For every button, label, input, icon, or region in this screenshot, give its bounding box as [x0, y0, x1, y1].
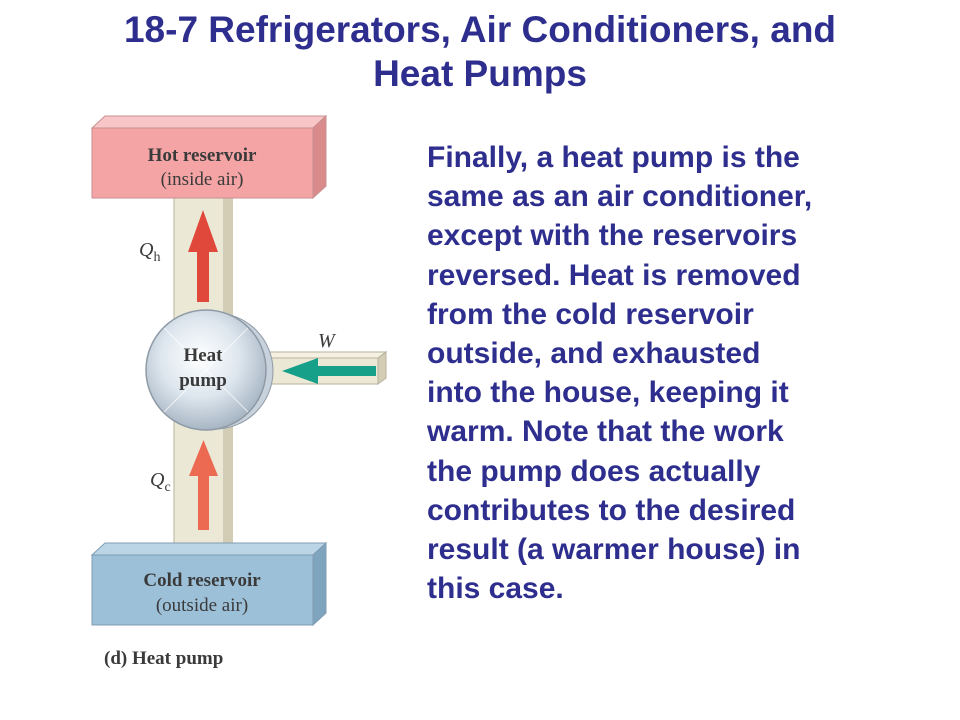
body-line-3: except with the reservoirs: [427, 219, 798, 253]
body-line-11: result (a warmer house) in: [427, 533, 801, 567]
heat-pump-diagram: Hot reservoir (inside air) Cold reservoi…: [90, 114, 388, 669]
body-line-12: this case.: [427, 572, 564, 606]
slide-title-line-1: 18-7 Refrigerators, Air Conditioners, an…: [123, 9, 837, 50]
qh-label: Qh: [139, 239, 160, 265]
work-label: W: [318, 330, 337, 352]
body-line-5: from the cold reservoir: [427, 297, 754, 331]
body-line-9: the pump does actually: [427, 454, 761, 488]
slide-title: 18-7 Refrigerators, Air Conditioners, an…: [40, 8, 920, 96]
cold-reservoir-title: Cold reservoir: [143, 570, 261, 591]
qc-label-main: Q: [150, 469, 165, 491]
body-line-7: into the house, keeping it: [427, 376, 789, 410]
cold-reservoir-subtitle: (outside air): [156, 595, 248, 616]
qh-label-sub: h: [153, 250, 160, 265]
hot-reservoir-subtitle: (inside air): [161, 169, 244, 190]
slide-title-line-2: Heat Pumps: [373, 53, 587, 94]
qc-label-sub: c: [164, 480, 170, 495]
pump-label-line-2: pump: [179, 370, 227, 391]
hot-reservoir-title: Hot reservoir: [148, 145, 257, 166]
hot-reservoir: Hot reservoir (inside air): [90, 114, 328, 200]
body-line-6: outside, and exhausted: [427, 337, 761, 371]
body-line-8: warm. Note that the work: [427, 415, 784, 449]
body-line-10: contributes to the desired: [427, 493, 796, 527]
cold-reservoir: Cold reservoir (outside air): [90, 541, 328, 627]
slide-body-text: Finally, a heat pump is the same as an a…: [427, 138, 917, 608]
heat-in-arrow: [189, 440, 218, 530]
qc-label: Qc: [150, 469, 171, 495]
body-line-2: same as an air conditioner,: [427, 180, 813, 214]
body-line-1: Finally, a heat pump is the: [427, 141, 800, 174]
heat-out-arrow: [188, 210, 218, 302]
work-arrow: [282, 358, 376, 384]
body-line-4: reversed. Heat is removed: [427, 258, 801, 292]
qh-label-main: Q: [139, 239, 154, 261]
diagram-caption: (d) Heat pump: [104, 648, 223, 669]
heat-pump-body: Heat pump: [145, 309, 274, 431]
pump-label-line-1: Heat: [183, 345, 223, 366]
